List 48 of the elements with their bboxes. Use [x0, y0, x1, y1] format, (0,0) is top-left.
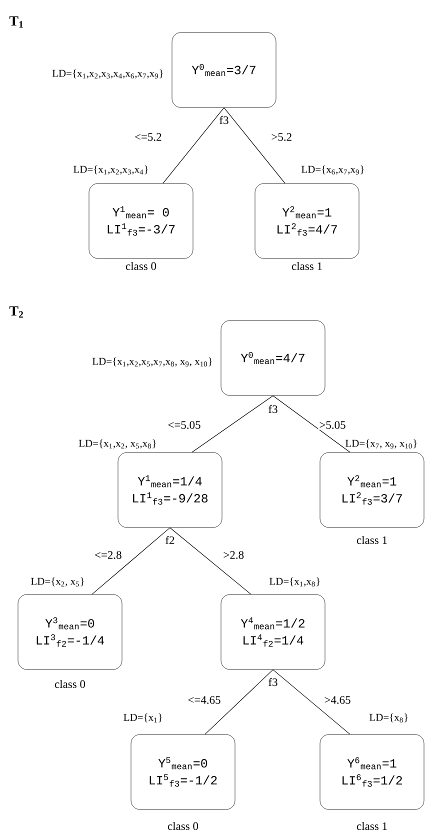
- branch-line: [224, 107, 286, 184]
- branch-line: [170, 527, 252, 595]
- tree-node-box: Y$^{0}$$_{mean}$=3/7: [172, 32, 276, 108]
- tree-node-box: Y$^{2}$$_{mean}$=1 LI$^{2}$$_{f3}$=4/7: [254, 183, 360, 259]
- tree-node-box: Y$^{3}$$_{mean}$=0 LI$^{3}$$_{f2}$=-1/4: [18, 594, 122, 670]
- sample-set-label: LD={x$_{2}$, x$_{5}$}: [31, 578, 84, 586]
- tree-node-box: Y$^{4}$$_{mean}$=1/2 LI$^{4}$$_{f2}$=1/4: [220, 594, 326, 670]
- sample-set-label: LD={x$_{1}$,x$_{2}$,x$_{5}$,x$_{7}$,x$_{8}$, x$_{9}$, x$_{10}$}: [92, 358, 212, 366]
- sample-set-label: LD={x$_{8}$}: [370, 714, 408, 723]
- class-label: class 1: [292, 262, 322, 270]
- tree-node-box: Y$^{5}$$_{mean}$=0 LI$^{5}$$_{f3}$=-1/2: [130, 734, 236, 810]
- tree-node-box: Y$^{0}$$_{mean}$=4/7: [220, 320, 326, 396]
- tree-title: T$_{2}$: [9, 306, 24, 318]
- edge-label: >4.65: [323, 695, 352, 705]
- sample-set-label: LD={x$_{1}$,x$_{2}$,x$_{3}$,x$_{4}$}: [74, 166, 148, 174]
- sample-set-label: LD={x$_{1}$,x$_{2}$,x$_{3}$,x$_{4}$,x$_{6}$,x$_{7}$,x$_{9}$}: [52, 70, 163, 78]
- tree-node-box: Y$^{2}$$_{mean}$=1 LI$^{2}$$_{f3}$=3/7: [320, 452, 424, 528]
- tree-node-box: Y$^{1}$$_{mean}$=1/4 LI$^{1}$$_{f3}$=-9/28: [118, 452, 222, 528]
- branch-line: [192, 395, 274, 453]
- branch-line: [162, 107, 224, 184]
- branch-line: [204, 669, 274, 735]
- feature-label: f3: [268, 404, 278, 414]
- class-label: class 0: [54, 680, 86, 688]
- edge-label: <=4.65: [186, 695, 222, 705]
- edge-label: >2.8: [222, 550, 246, 560]
- sample-set-label: LD={x$_{6}$,x$_{7}$,x$_{9}$}: [302, 166, 364, 174]
- edge-label: >5.2: [270, 132, 294, 142]
- branch-line: [272, 669, 350, 735]
- tree-node-box: Y$^{6}$$_{mean}$=1 LI$^{6}$$_{f3}$=1/2: [320, 734, 424, 810]
- edge-label: <=5.05: [166, 420, 202, 430]
- edge-label: <=2.8: [93, 550, 123, 560]
- feature-label: f3: [220, 116, 228, 124]
- branch-line: [92, 527, 170, 595]
- class-label: class 1: [356, 536, 387, 544]
- sample-set-label: LD={x$_{1}$,x$_{2}$, x$_{5}$,x$_{8}$}: [78, 440, 156, 448]
- tree-title: T$_{1}$: [9, 16, 23, 28]
- tree-node-box: Y$^{1}$$_{mean}$= 0 LI$^{1}$$_{f3}$=-3/7: [88, 183, 194, 259]
- edge-label: <=5.2: [133, 132, 163, 142]
- sample-set-label: LD={x$_{7}$, x$_{9}$, x$_{10}$}: [346, 440, 417, 448]
- feature-label: f2: [166, 536, 174, 544]
- sample-set-label: LD={x$_{1}$,x$_{8}$}: [270, 578, 320, 586]
- class-label: class 0: [168, 822, 198, 830]
- class-label: class 0: [126, 262, 156, 270]
- branch-line: [272, 395, 350, 453]
- class-label: class 1: [356, 822, 387, 830]
- feature-label: f3: [268, 678, 278, 686]
- sample-set-label: LD={x$_{1}$}: [124, 714, 162, 722]
- edge-label: >5.05: [318, 420, 347, 430]
